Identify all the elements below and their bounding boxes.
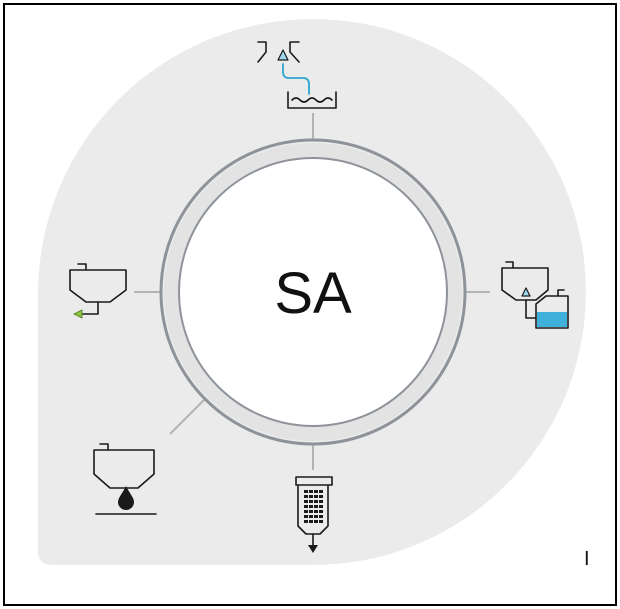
filter-cartridge-drain-icon[interactable] bbox=[295, 476, 333, 553]
mode-label: SA bbox=[274, 261, 352, 326]
mode-ring bbox=[159, 138, 467, 446]
tank-to-tank-fill-icon[interactable] bbox=[501, 261, 569, 329]
transfer-up-from-basin-icon[interactable] bbox=[257, 41, 337, 109]
water-level bbox=[537, 312, 567, 327]
corner-label: I bbox=[584, 548, 590, 570]
tank-outlet-icon[interactable] bbox=[69, 263, 127, 319]
diagram-frame bbox=[3, 3, 617, 606]
tank-drip-icon[interactable] bbox=[93, 443, 157, 515]
connector-bottom-left bbox=[169, 397, 207, 435]
